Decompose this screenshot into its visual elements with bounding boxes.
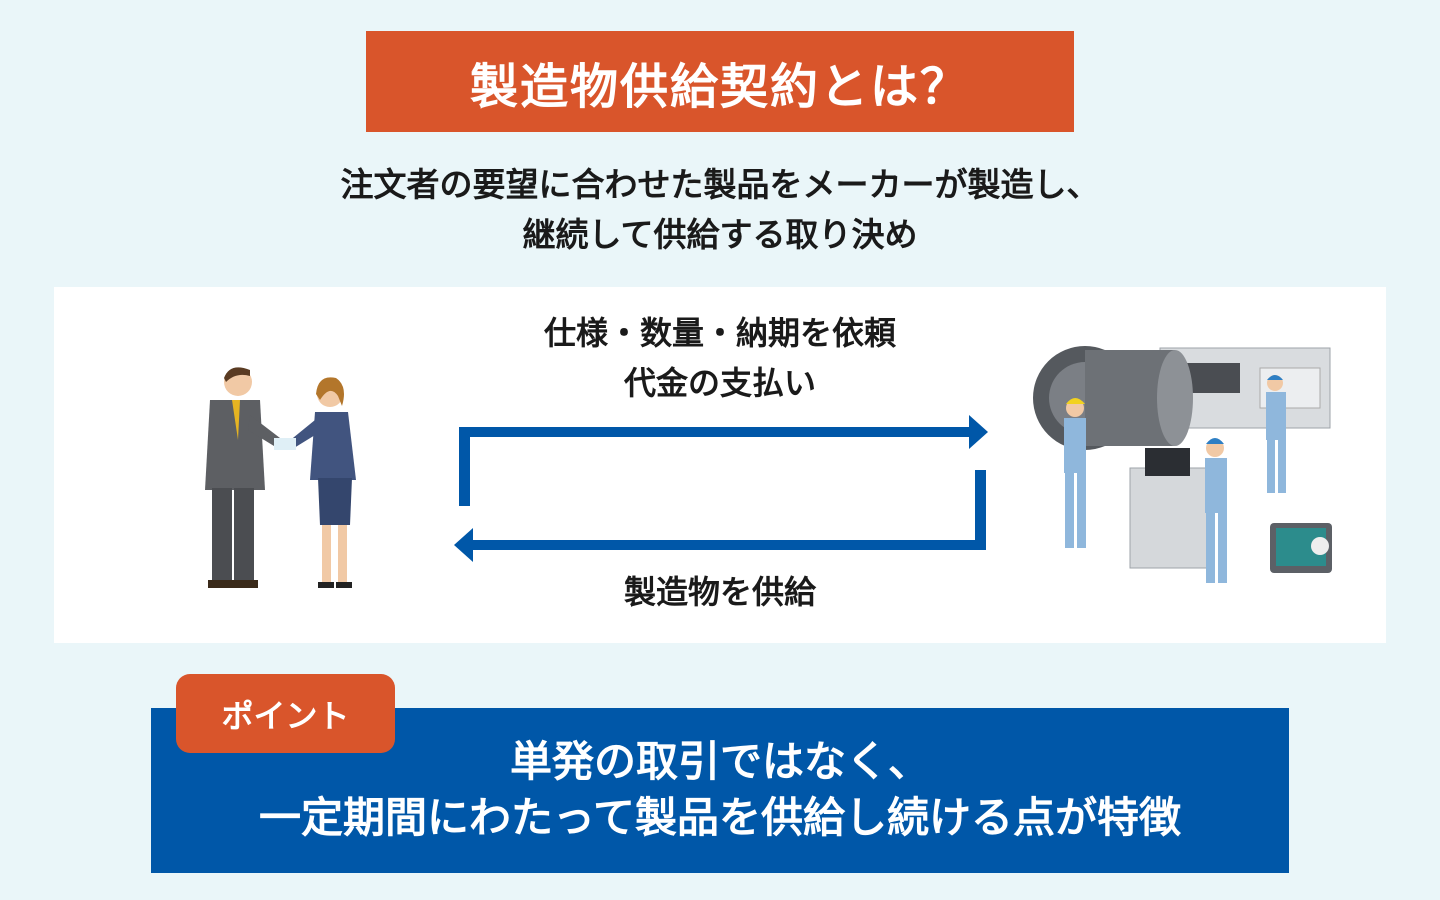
point-line-1: 単発の取引ではなく、 — [509, 737, 930, 786]
subtitle-line-2: 継続して供給する取り決め — [522, 215, 918, 254]
request-line-2: 代金の支払い — [623, 364, 816, 402]
businessman-figure — [205, 367, 280, 588]
client-people-illustration — [205, 367, 356, 588]
point-text: 単発の取引ではなく、 一定期間にわたって製品を供給し続ける点が特徴 — [151, 734, 1289, 846]
factory-illustration — [1033, 346, 1332, 583]
subtitle-line-1: 注文者の要望に合わせた製品をメーカーが製造し、 — [340, 165, 1100, 204]
point-tag: ポイント — [176, 674, 395, 753]
business-card — [274, 438, 296, 450]
supply-label: 製造物を供給 — [623, 573, 816, 611]
request-label: 仕様・数量・納期を依頼 代金の支払い — [420, 308, 1020, 408]
worker-figures — [1064, 375, 1286, 583]
request-line-1: 仕様・数量・納期を依頼 — [543, 314, 896, 352]
point-line-2: 一定期間にわたって製品を供給し続ける点が特徴 — [259, 793, 1181, 842]
supply-arrow — [454, 470, 986, 562]
title-banner: 製造物供給契約とは？ — [366, 31, 1074, 132]
businesswoman-figure — [288, 377, 356, 588]
subtitle: 注文者の要望に合わせた製品をメーカーが製造し、 継続して供給する取り決め — [0, 160, 1440, 260]
request-arrow — [459, 415, 988, 506]
page-title: 製造物供給契約とは？ — [469, 58, 970, 115]
